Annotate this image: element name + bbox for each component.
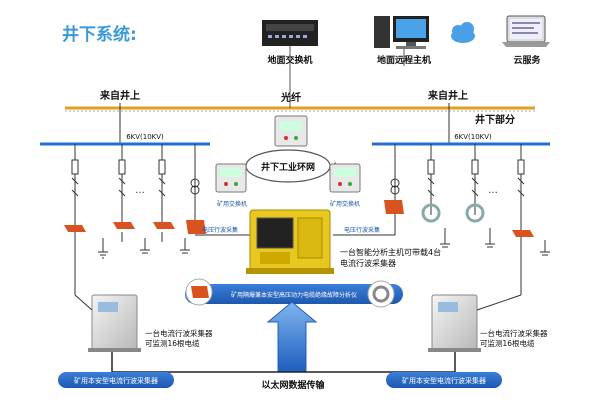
right-ct-sensors xyxy=(384,200,534,237)
collector-box-left xyxy=(88,294,141,352)
underground-part-label: 井下部分 xyxy=(475,113,515,126)
collector-note-left-line1: 一台电流行波采集器 xyxy=(145,328,213,338)
collector-pill-left xyxy=(58,372,174,388)
cloud-icon xyxy=(451,22,475,43)
left-switch-box xyxy=(215,163,247,193)
bus-voltage-right: 6KV(10KV) xyxy=(454,133,492,141)
switch-label-left: 矿用交换机 xyxy=(217,200,247,208)
fiber-label: 光纤 xyxy=(280,91,301,104)
cable-label-right: 电压行波采集 xyxy=(344,226,380,234)
remote-host-device xyxy=(374,16,429,49)
left-feeders xyxy=(71,144,200,295)
collector-note-left-line2: 可监测16根电缆 xyxy=(145,338,200,348)
analyzer-host xyxy=(246,209,334,274)
collector-label-left: 矿用本安型电流行波采集器 xyxy=(74,376,158,385)
collector-note-right-line1: 一台电流行波采集器 xyxy=(480,328,548,338)
ethernet-arrow xyxy=(266,301,318,373)
analyzer-label: 矿用隔爆兼本安型高压动力电缆绝缘故障分析仪 xyxy=(231,291,357,299)
top-switch-box xyxy=(274,115,308,147)
cable-label-left: 电压行波采集 xyxy=(202,226,238,234)
host-note-line1: 一台智能分析主机可带载4台 xyxy=(340,247,441,257)
from-well-label-right: 来自井上 xyxy=(427,89,468,102)
collector-label-right: 矿用本安型电流行波采集器 xyxy=(402,376,486,385)
ellipsis-right: ··· xyxy=(488,188,498,199)
collector-pill-right xyxy=(386,372,502,388)
right-feeders xyxy=(390,144,550,295)
ring-sensor-icon xyxy=(367,280,395,308)
surface-switch-device xyxy=(262,20,318,46)
cloud-service-label: 云服务 xyxy=(513,54,541,66)
left-ct-sensors xyxy=(64,220,206,234)
bus-voltage-left: 6KV(10KV) xyxy=(126,133,164,141)
ethernet-label: 以太网数据传输 xyxy=(261,379,325,391)
ellipsis-left: ··· xyxy=(135,188,145,199)
ct-sensor-icon xyxy=(185,278,213,306)
collector-note-right-line2: 可监测16根电缆 xyxy=(480,338,535,348)
analyzer-label-pill xyxy=(185,284,403,304)
from-well-label-left: 来自井上 xyxy=(99,89,140,102)
switch-label-right: 矿用交换机 xyxy=(330,200,360,208)
page-title: 井下系统: xyxy=(62,24,137,45)
collector-box-right xyxy=(428,294,481,352)
cloud-server-laptop xyxy=(502,15,550,47)
right-switch-box xyxy=(329,163,361,193)
ring-network-label: 井下工业环网 xyxy=(261,161,315,173)
host-note-line2: 电流行波采集器 xyxy=(340,258,396,268)
